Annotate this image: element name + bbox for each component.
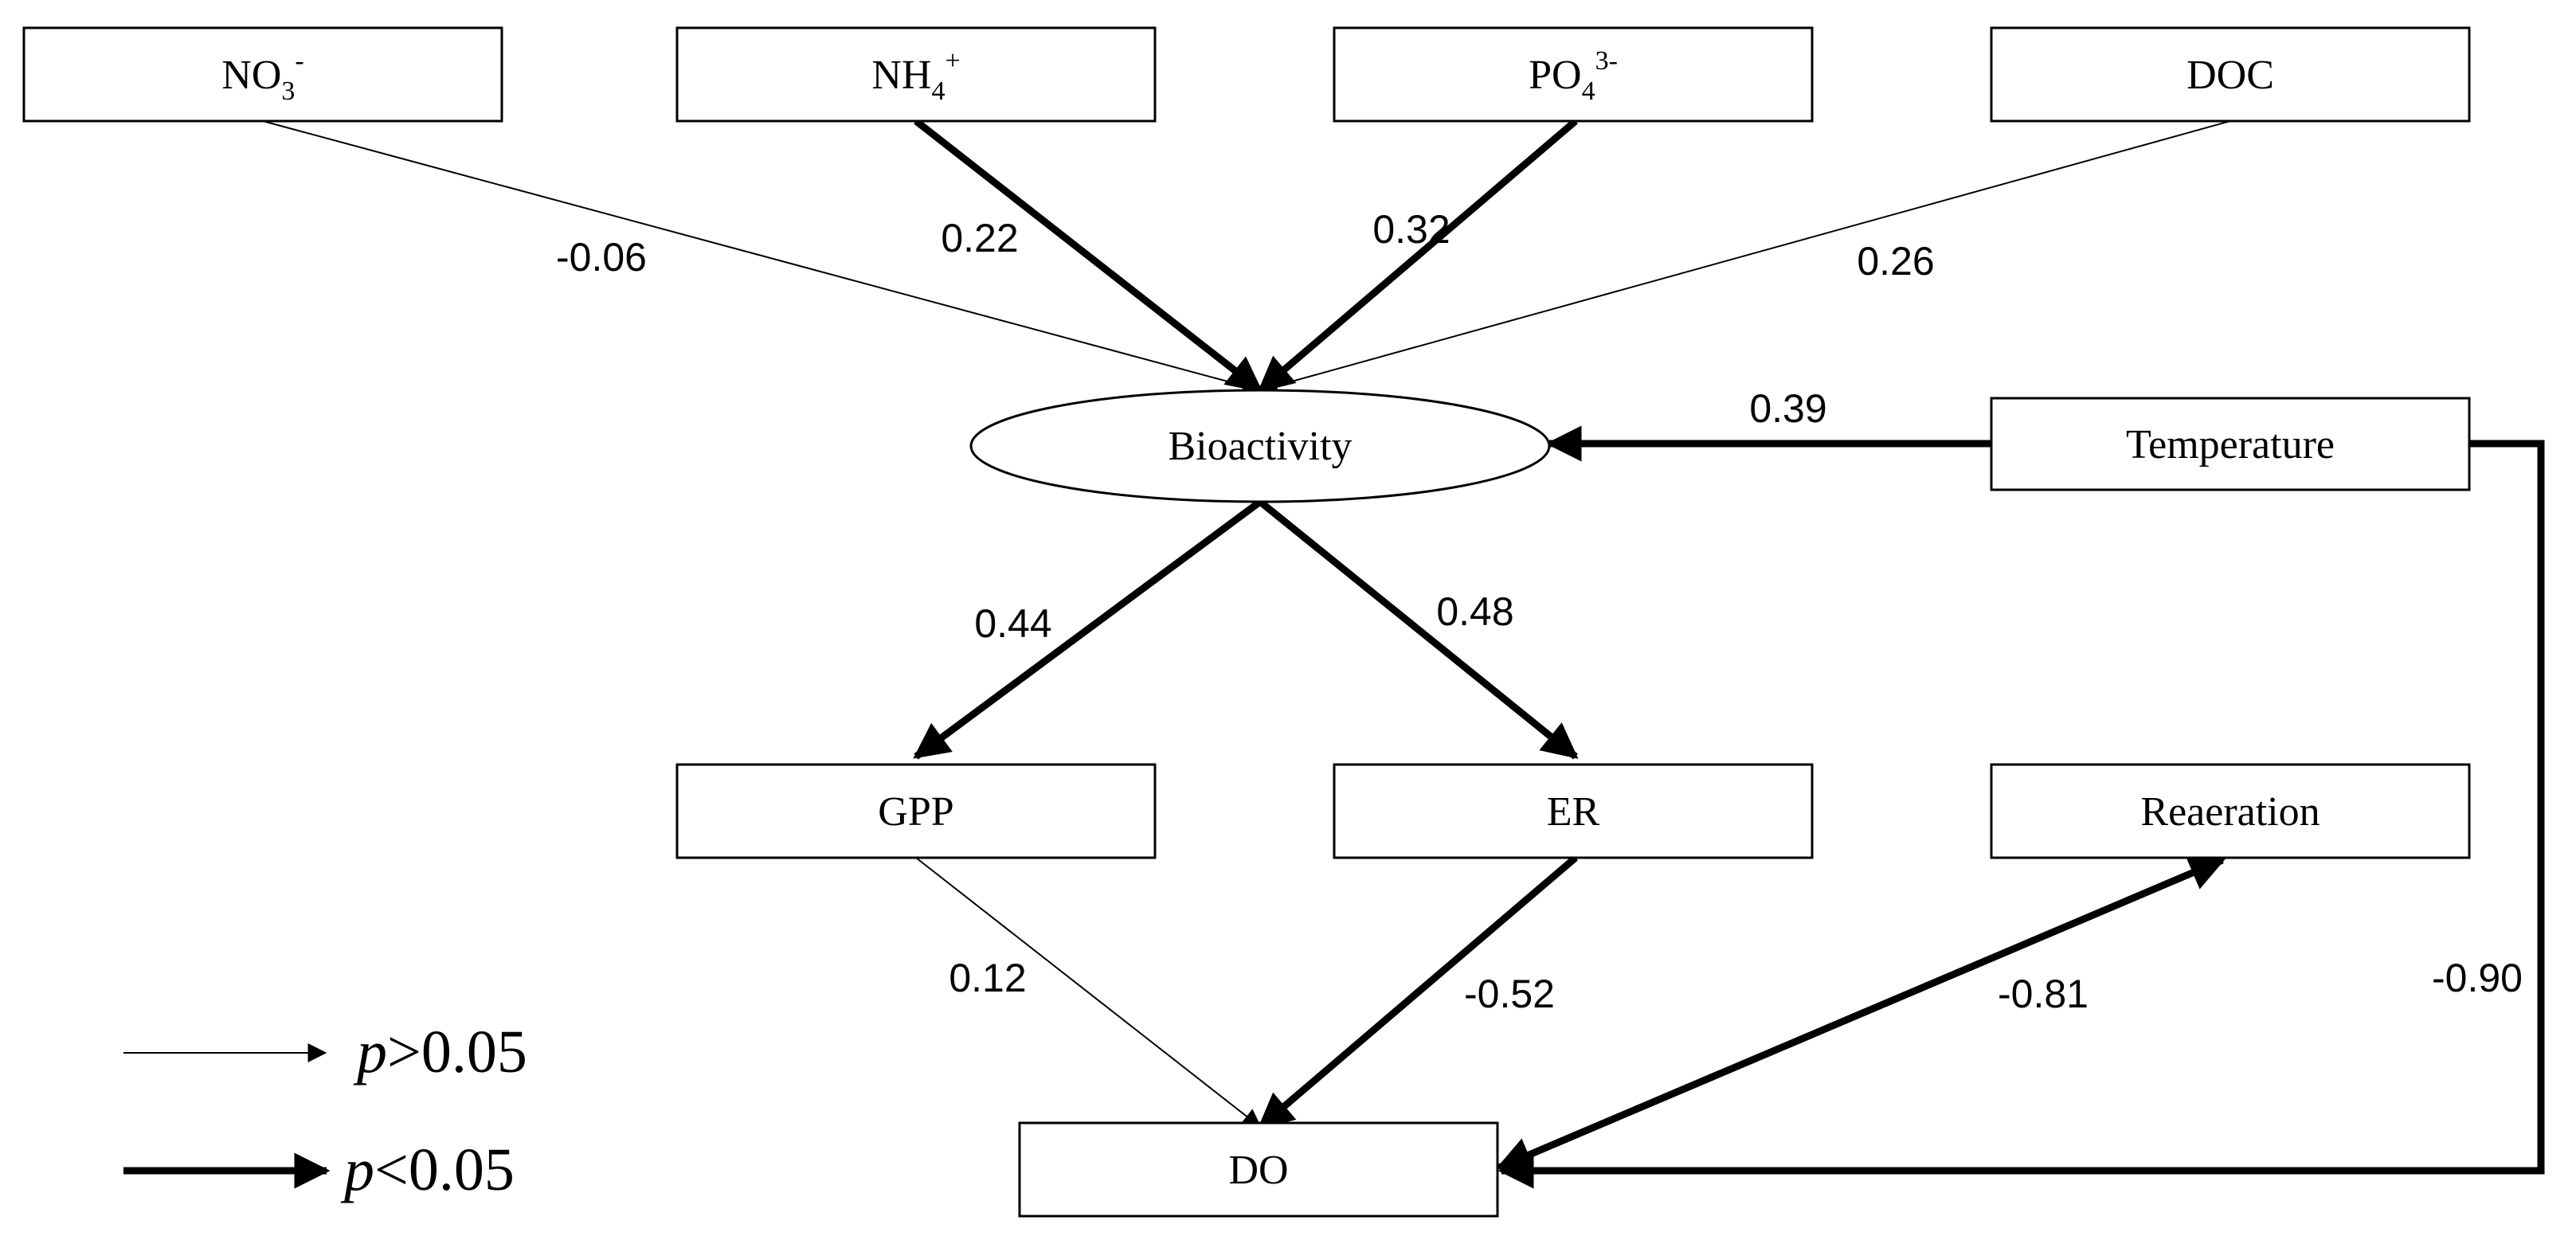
edge-bioactivity-gpp	[913, 499, 1263, 760]
node-bioactivity: Bioactivity	[969, 389, 1551, 503]
edge-gpp-do	[915, 857, 1262, 1129]
gpp-label: GPP	[878, 789, 953, 835]
node-po4: PO43-	[1333, 26, 1814, 123]
coef-temperature-bioactivity: 0.39	[1749, 386, 1826, 431]
temperature-label: Temperature	[2126, 422, 2335, 467]
coef-temperature-do: -0.90	[2432, 956, 2523, 1000]
no3-base: NO	[221, 53, 281, 98]
coef-po4-bioactivity: 0.32	[1372, 207, 1450, 252]
node-temperature: Temperature	[1990, 397, 2471, 491]
coef-bioactivity-gpp: 0.44	[974, 601, 1051, 646]
coef-nh4-bioactivity: 0.22	[941, 216, 1018, 260]
svg-text:PO43-: PO43-	[1529, 46, 1618, 106]
edge-nh4-bioactivity	[914, 118, 1263, 393]
po4-base: PO	[1529, 53, 1581, 98]
edge-po4-bioactivity	[1257, 118, 1578, 393]
coef-gpp-do: 0.12	[949, 956, 1026, 1000]
do-label: DO	[1228, 1148, 1288, 1193]
nh4-superscript: +	[945, 46, 960, 76]
edge-temperature-do	[1497, 440, 2545, 1189]
svg-text:NO3-: NO3-	[221, 46, 303, 106]
edge-no3-bioactivity	[262, 120, 1263, 395]
reaeration-label: Reaeration	[2140, 789, 2320, 835]
legend-sig-value: <0.05	[374, 1136, 515, 1203]
node-reaeration: Reaeration	[1990, 763, 2471, 859]
legend-ns-value: >0.05	[387, 1019, 527, 1085]
bioactivity-label: Bioactivity	[1168, 424, 1352, 469]
node-doc: DOC	[1990, 26, 2471, 123]
edge-doc-bioactivity	[1258, 120, 2231, 395]
node-nh4: NH4+	[675, 26, 1157, 123]
svg-text:NH4+: NH4+	[871, 46, 960, 106]
legend-sig-p: p	[340, 1136, 374, 1203]
node-no3: NO3-	[22, 26, 503, 123]
nh4-base: NH	[871, 53, 931, 98]
po4-subscript: 4	[1582, 76, 1595, 106]
coef-no3-bioactivity: -0.06	[556, 235, 647, 280]
legend-sig-label: p<0.05	[340, 1136, 515, 1203]
legend-ns-p: p	[353, 1019, 387, 1085]
edge-reaeration-do	[1495, 856, 2226, 1172]
nh4-subscript: 4	[931, 76, 945, 106]
no3-subscript: 3	[281, 76, 295, 106]
no3-superscript: -	[295, 46, 303, 76]
coef-bioactivity-er: 0.48	[1436, 589, 1513, 634]
legend-ns-label: p>0.05	[353, 1019, 527, 1085]
er-label: ER	[1547, 789, 1600, 835]
doc-label: DOC	[2186, 53, 2274, 98]
coef-reaeration-do: -0.81	[1998, 972, 2089, 1016]
edge-bioactivity-er	[1258, 499, 1579, 760]
node-er: ER	[1333, 763, 1814, 859]
coef-doc-bioactivity: 0.26	[1857, 239, 1934, 284]
legend: p>0.05 p<0.05	[123, 1019, 527, 1203]
po4-superscript: 3-	[1595, 46, 1618, 76]
node-gpp: GPP	[675, 763, 1157, 859]
coef-er-do: -0.52	[1464, 972, 1555, 1016]
node-do: DO	[1018, 1121, 1499, 1218]
